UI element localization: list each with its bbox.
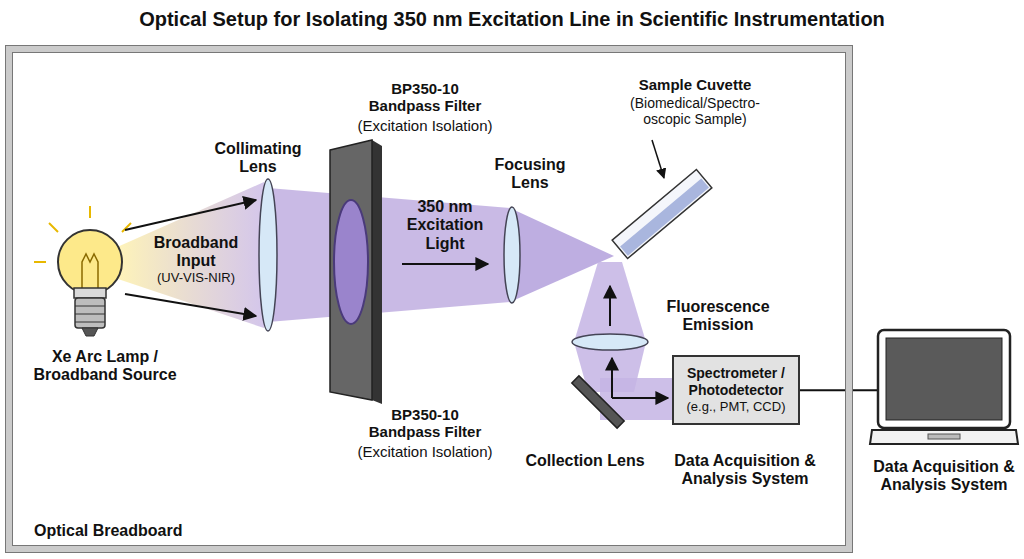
lamp-base <box>75 298 105 328</box>
ray <box>89 206 91 218</box>
laptop-icon <box>878 330 1010 452</box>
lamp-filament <box>82 254 98 292</box>
emission-arrow <box>609 286 611 326</box>
lens-label: Focusing Lens <box>485 156 575 193</box>
fluorescence-beam <box>574 262 646 392</box>
breadboard-label: Optical Breadboard <box>34 522 182 540</box>
lamp-thread <box>75 314 105 315</box>
excitation-beam <box>268 188 510 322</box>
collimating-lens <box>259 179 277 331</box>
filter-label: BP350-10 Bandpass Filter <box>360 406 490 441</box>
ray <box>34 261 46 263</box>
emission-label: Fluorescence Emission <box>656 298 781 335</box>
signal-cable <box>800 389 878 391</box>
filter-note: (Excitation Isolation) <box>338 117 513 134</box>
lens-label: Collection Lens <box>510 452 660 470</box>
input-label: Broadband Input <box>146 234 246 271</box>
filter-aperture <box>334 200 368 324</box>
mirror-slab <box>572 376 624 428</box>
box-note: (e.g., PMT, CCD) <box>679 399 793 416</box>
cuvette-label: Sample Cuvette <box>608 76 783 93</box>
cuvette-body <box>612 169 712 258</box>
lens-label: Collimating Lens <box>203 140 313 177</box>
reflect-arrow-up <box>611 358 613 398</box>
system-label: Data Acquisition & Analysis System <box>658 452 833 489</box>
laptop: Data Acquisition & Analysis System <box>878 330 1010 495</box>
beam-label: 350 nm Excitation Light <box>398 198 493 253</box>
beam-splitter <box>572 376 624 428</box>
excitation-arrow <box>402 263 488 265</box>
focusing-lens <box>504 207 520 303</box>
cuvette-leader <box>652 140 664 178</box>
lamp-tip <box>82 328 98 336</box>
broadband-arrow <box>125 200 256 230</box>
laptop-screen-frame <box>878 330 1010 428</box>
ray <box>49 223 58 232</box>
box-title: Spectrometer / Photodetector <box>679 365 793 399</box>
source-label: Xe Arc Lamp / Broadband Source <box>15 348 195 385</box>
collection-lens <box>572 334 648 350</box>
input-note: (UV-VIS-NIR) <box>141 271 251 286</box>
optical-breadboard: Optical Breadboard Spectrometer / Photode… <box>6 46 852 552</box>
diagram-title: Optical Setup for Isolating 350 nm Excit… <box>0 8 1024 31</box>
spectrometer-box: Spectrometer / Photodetector(e.g., PMT, … <box>672 355 800 425</box>
broadband-arrow <box>125 294 256 316</box>
reflect-arrow-right <box>612 397 668 399</box>
filter-label: BP350-10 Bandpass Filter <box>360 80 490 115</box>
filter-side <box>372 140 382 404</box>
lamp-bulb <box>58 230 122 294</box>
laptop-touchpad <box>928 434 960 439</box>
laptop-screen <box>886 338 1002 420</box>
laptop-base <box>870 430 1018 444</box>
laptop-label: Data Acquisition & Analysis System <box>856 458 1024 495</box>
cuvette-liquid <box>620 178 709 255</box>
broadband-beam <box>115 182 264 328</box>
cuvette-note: (Biomedical/Spectro- oscopic Sample) <box>608 95 783 127</box>
lamp-thread <box>75 322 105 323</box>
lamp-neck <box>74 288 106 298</box>
filter-note: (Excitation Isolation) <box>338 443 513 460</box>
bandpass-filter <box>330 140 372 400</box>
lamp-thread <box>75 306 105 307</box>
cuvette <box>612 169 712 258</box>
